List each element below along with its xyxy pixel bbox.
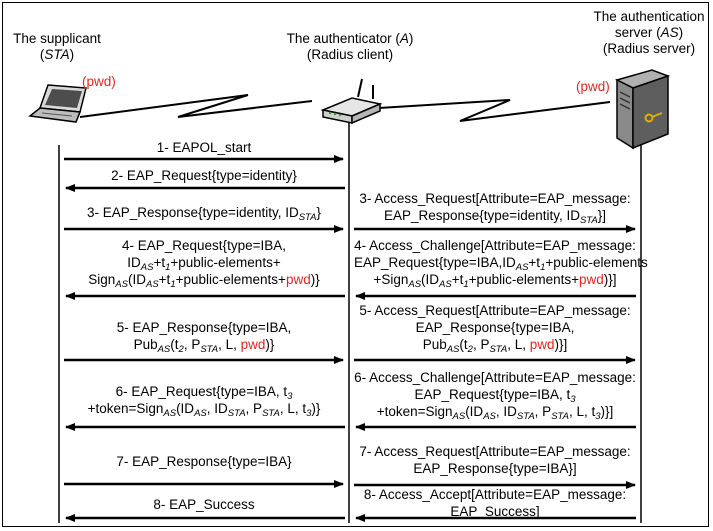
msg-eap-response-identity: 3- EAP_Response{type=identity, IDSTA} [86, 205, 322, 223]
msg-eapol-start: 1- EAPOL_start [156, 140, 252, 155]
msg-eap-response-iba: 5- EAP_Response{type=IBA, PubAS(t2, PSTA… [116, 320, 292, 355]
server-pwd: (pwd) [576, 79, 610, 94]
msg-eap-success: 8- EAP_Success [153, 497, 255, 512]
router-icon [320, 78, 383, 125]
authenticator-label: The authenticator (A) (Radius client) [286, 31, 414, 62]
msg-eap-response-final: 7- EAP_Response{type=IBA} [116, 454, 292, 469]
supplicant-pwd: (pwd) [82, 74, 116, 89]
msg-eap-request-identity: 2- EAP_Request{type=identity} [111, 168, 297, 183]
laptop-icon [28, 84, 87, 123]
lightning-link-icon [79, 94, 313, 118]
msg-access-challenge-iba: 4- Access_Challenge[Attribute=EAP_messag… [354, 238, 648, 290]
msg-access-accept: 8- Access_Accept[Attribute=EAP_message: … [363, 487, 627, 519]
server-label: The authentication server (AS) (Radius s… [593, 9, 705, 56]
msg-eap-request-iba: 4- EAP_Request{type=IBA, IDAS+t1+public-… [88, 238, 320, 290]
msg-access-request-identity: 3- Access_Request[Attribute=EAP_message:… [359, 191, 631, 226]
server-icon [614, 69, 671, 150]
msg-access-request-final: 7- Access_Request[Attribute=EAP_message:… [359, 444, 631, 476]
supplicant-label: The supplicant (STA) [13, 31, 101, 62]
msg-access-request-iba: 5- Access_Request[Attribute=EAP_message:… [359, 303, 631, 355]
lightning-link-icon [377, 99, 611, 122]
msg-access-challenge-token: 6- Access_Challenge[Attribute=EAP_messag… [354, 370, 636, 422]
msg-eap-request-token: 6- EAP_Request{type=IBA, t3 +token=SignA… [87, 384, 321, 419]
